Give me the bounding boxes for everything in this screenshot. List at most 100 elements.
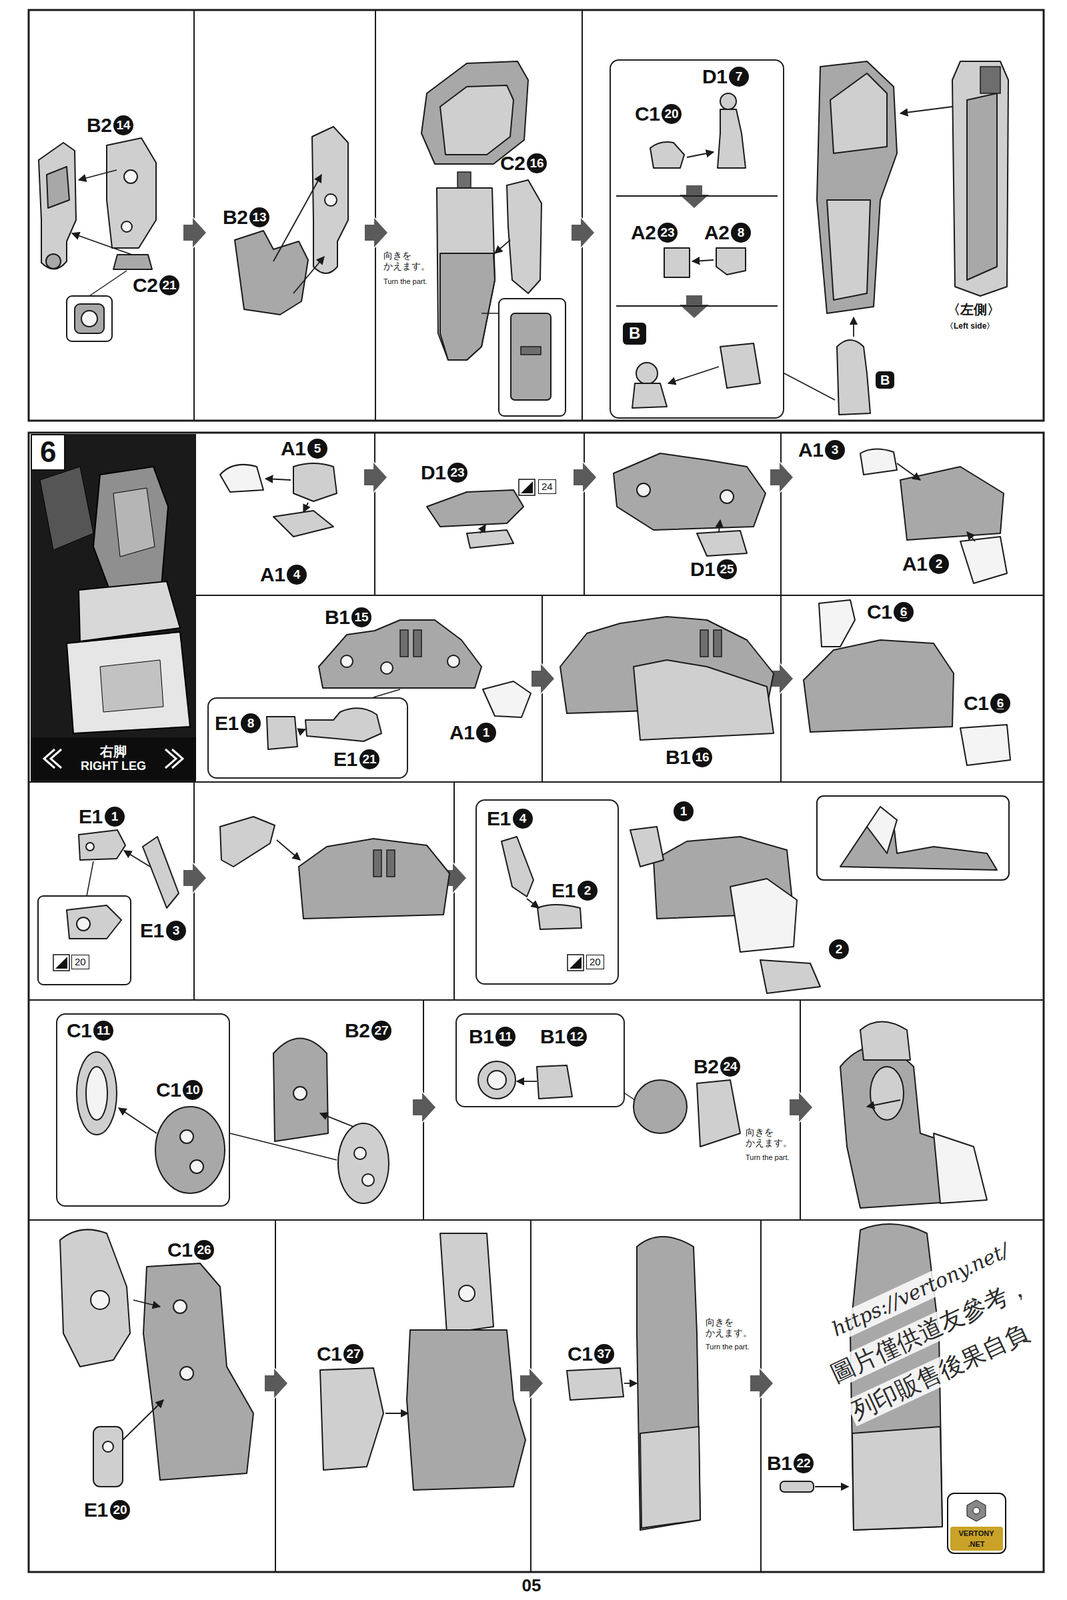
part-id: B2 bbox=[344, 1020, 370, 1041]
node-text: 24 bbox=[541, 480, 553, 494]
node-text: RIGHT LEG bbox=[80, 759, 147, 775]
section-photo bbox=[66, 632, 191, 734]
part-id: A1 bbox=[902, 554, 927, 575]
part-drawings bbox=[190, 1160, 204, 1174]
part-drawings bbox=[633, 1080, 687, 1134]
part-drawings bbox=[860, 1022, 911, 1061]
part-id: B1 bbox=[468, 1026, 494, 1047]
part-drawings bbox=[632, 383, 667, 409]
part-drawings bbox=[818, 600, 855, 647]
leader-arrows bbox=[320, 1113, 354, 1128]
part-drawings bbox=[830, 73, 887, 154]
part-number: 20 bbox=[661, 104, 682, 125]
leader-arrows bbox=[124, 850, 151, 867]
section-photo bbox=[30, 434, 197, 783]
turn-note-en: Turn the part. bbox=[705, 1343, 750, 1352]
page-number: 05 bbox=[522, 1576, 542, 1596]
sticker-ref: 24 bbox=[538, 479, 557, 495]
part-number: 1 bbox=[104, 806, 125, 827]
leader-arrows bbox=[72, 233, 133, 255]
leader-arrows bbox=[896, 463, 921, 481]
detail-panel: E18E121 bbox=[207, 697, 409, 779]
part-number: 37 bbox=[594, 1344, 615, 1365]
part-id: D1 bbox=[702, 66, 727, 87]
part-drawings bbox=[234, 230, 309, 315]
part-number: 2 bbox=[928, 554, 949, 575]
part-drawings bbox=[440, 253, 495, 361]
node-text: 6 bbox=[40, 435, 57, 470]
section-photo bbox=[30, 434, 197, 783]
sticker-icon bbox=[569, 956, 582, 969]
part-drawings bbox=[106, 138, 157, 249]
part-drawings bbox=[952, 61, 1009, 297]
sticker-ref: 20 bbox=[71, 954, 90, 970]
part-drawings bbox=[537, 904, 582, 930]
part-id: C1 bbox=[66, 1020, 92, 1041]
section-photo bbox=[78, 581, 181, 642]
leader-arrows bbox=[298, 729, 306, 733]
part-drawings bbox=[566, 1368, 624, 1401]
part-drawings bbox=[696, 1080, 741, 1148]
part-drawings bbox=[102, 1441, 114, 1453]
section-photo bbox=[165, 749, 183, 769]
part-number: 20 bbox=[110, 1500, 131, 1521]
page-frame bbox=[28, 432, 1044, 1573]
leader-arrows bbox=[122, 1400, 164, 1441]
leader-arrows bbox=[852, 317, 855, 337]
part-drawings bbox=[373, 850, 382, 877]
leader-arrows bbox=[303, 502, 309, 513]
part-drawings bbox=[38, 896, 131, 985]
leader-arrows bbox=[900, 106, 953, 114]
part-number: 3 bbox=[166, 920, 187, 941]
page-frame bbox=[28, 10, 1044, 1573]
part-drawings bbox=[440, 1233, 494, 1334]
part-drawings bbox=[980, 66, 1001, 94]
leader-arrows bbox=[866, 1100, 901, 1108]
leader-arrows bbox=[814, 1486, 849, 1488]
step-arrows bbox=[183, 218, 207, 248]
part-drawings bbox=[312, 126, 349, 274]
page-frame bbox=[28, 1219, 1044, 1222]
page-frame bbox=[374, 10, 377, 421]
part-drawings bbox=[155, 1107, 225, 1194]
logo-text: VERTONY bbox=[958, 1529, 995, 1539]
part-drawings bbox=[305, 708, 382, 742]
part-drawings bbox=[436, 188, 495, 361]
part-number: 23 bbox=[447, 462, 468, 483]
part-drawings bbox=[46, 166, 70, 209]
part-number: 14 bbox=[113, 115, 134, 136]
part-drawings bbox=[478, 1061, 516, 1100]
part-drawings bbox=[730, 878, 797, 953]
part-drawings bbox=[413, 630, 422, 657]
section-photo bbox=[93, 466, 169, 601]
part-id: A2 bbox=[630, 222, 656, 243]
page-frame bbox=[28, 10, 1044, 421]
part-drawings bbox=[220, 464, 264, 493]
part-id: C2 bbox=[132, 275, 158, 296]
leader-arrows bbox=[78, 170, 117, 181]
part-drawings bbox=[93, 1427, 123, 1488]
part-number: 11 bbox=[495, 1026, 516, 1047]
leader-arrows bbox=[133, 1300, 161, 1308]
logo-mark bbox=[972, 1507, 980, 1515]
node-text: B bbox=[628, 324, 641, 344]
part-number: 25 bbox=[716, 559, 737, 580]
step-arrows bbox=[531, 664, 555, 694]
logo-mark bbox=[950, 1527, 1003, 1552]
page-frame bbox=[583, 432, 585, 596]
step-arrows bbox=[183, 185, 813, 1399]
part-drawings bbox=[840, 823, 997, 871]
part-drawings bbox=[121, 221, 133, 233]
leader-arrows bbox=[516, 1081, 537, 1083]
part-drawings bbox=[440, 85, 514, 155]
part-drawings bbox=[613, 453, 766, 531]
part-drawings bbox=[60, 1229, 131, 1368]
part-drawings bbox=[803, 640, 954, 733]
node-text: 右脚 bbox=[100, 743, 127, 760]
turn-note: 向きを かえます。 bbox=[745, 1127, 795, 1149]
part-drawings bbox=[816, 61, 897, 314]
part-drawings bbox=[481, 312, 499, 315]
part-drawings bbox=[852, 1427, 943, 1531]
leader-arrows bbox=[494, 240, 511, 254]
part-drawings bbox=[81, 310, 98, 327]
